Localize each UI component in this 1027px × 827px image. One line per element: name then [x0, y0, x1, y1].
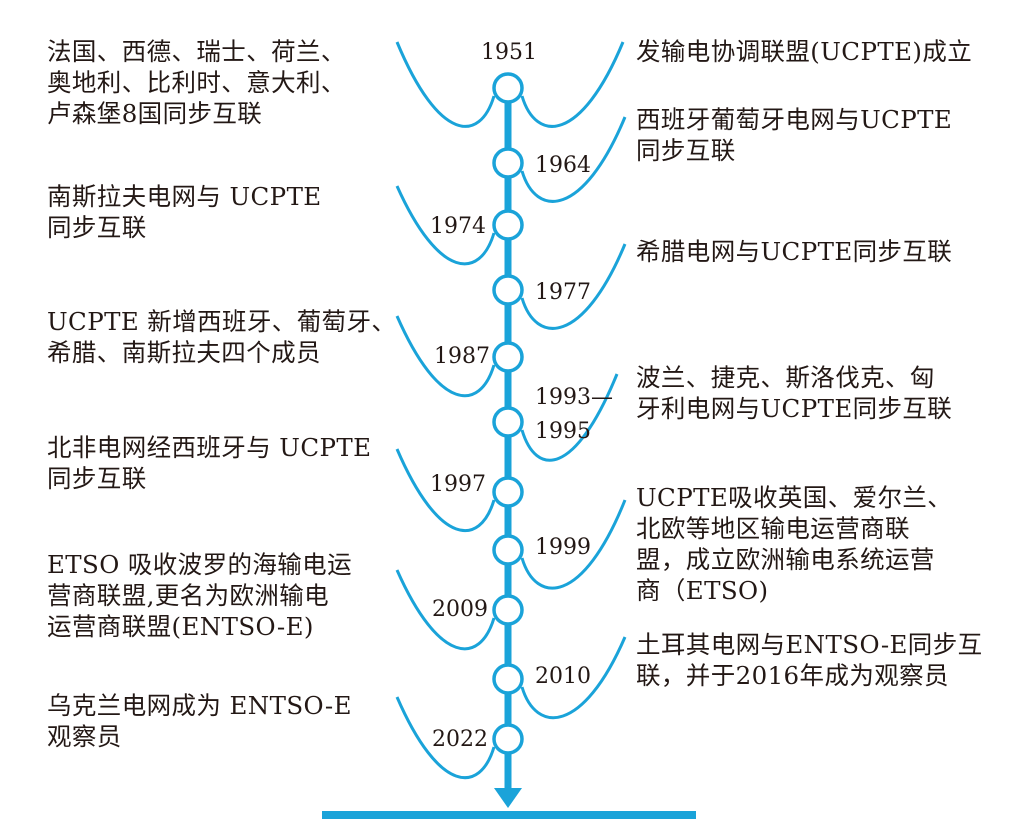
timeline-curve [520, 373, 619, 462]
year-label: 1977 [535, 280, 591, 305]
timeline-curve [520, 499, 627, 590]
timeline-node [492, 723, 524, 755]
timeline-arrow-head [494, 788, 522, 808]
timeline-curve [520, 41, 625, 128]
event-text-1964: 西班牙葡萄牙电网与UCPTE 同步互联 [636, 105, 953, 165]
timeline-node [492, 72, 524, 104]
timeline-node [492, 534, 524, 566]
timeline-curve [395, 315, 496, 398]
event-text-1977: 希腊电网与UCPTE同步互联 [636, 237, 953, 266]
event-text-1951-members: 法国、西德、瑞士、荷兰、 奥地利、比利时、意大利、 卢森堡8国同步互联 [47, 37, 346, 128]
year-label: 1974 [430, 214, 486, 239]
year-label: 2010 [535, 664, 591, 689]
timeline-curve [520, 636, 627, 720]
timeline-curve [395, 569, 496, 651]
timeline-node [492, 147, 524, 179]
timeline-curve [520, 116, 627, 203]
timeline-node [492, 406, 524, 438]
event-text-2009: ETSO 吸收波罗的海输电运 营商联盟,更名为欧洲输电 运营商联盟(ENTSO-… [47, 550, 352, 641]
year-label: 1997 [430, 472, 486, 497]
timeline-node [492, 476, 524, 508]
year-label: 1999 [535, 535, 591, 560]
year-label: 1987 [434, 344, 490, 369]
timeline-node [492, 341, 524, 373]
event-text-1951-founding: 发输电协调联盟(UCPTE)成立 [636, 37, 973, 66]
timeline-curve [395, 41, 496, 128]
event-text-1997: 北非电网经西班牙与 UCPTE 同步互联 [47, 433, 372, 493]
timeline-node [492, 274, 524, 306]
year-label: 1993— 1995 [535, 385, 613, 444]
timeline-curve [395, 696, 496, 780]
year-label: 1951 [481, 40, 537, 65]
timeline-node [492, 209, 524, 241]
timeline-curve [520, 243, 627, 330]
timeline-node [492, 663, 524, 695]
event-text-2022: 乌克兰电网成为 ENTSO-E 观察员 [47, 691, 352, 751]
event-text-1999: UCPTE吸收英国、爱尔兰、 北欧等地区输电运营商联 盟，成立欧洲输电系统运营 … [636, 483, 953, 605]
timeline-curve [395, 185, 496, 266]
event-text-2010: 土耳其电网与ENTSO-E同步互 联，并于2016年成为观察员 [636, 630, 983, 690]
year-label: 2009 [432, 597, 488, 622]
event-text-1974: 南斯拉夫电网与 UCPTE 同步互联 [47, 182, 322, 242]
timeline-curve [395, 448, 496, 533]
year-label: 1964 [535, 153, 591, 178]
year-label: 2022 [432, 727, 488, 752]
event-text-1993-1995: 波兰、捷克、斯洛伐克、匈 牙利电网与UCPTE同步互联 [636, 363, 953, 423]
timeline-node [492, 594, 524, 626]
event-text-1987: UCPTE 新增西班牙、葡萄牙、 希腊、南斯拉夫四个成员 [47, 307, 397, 367]
